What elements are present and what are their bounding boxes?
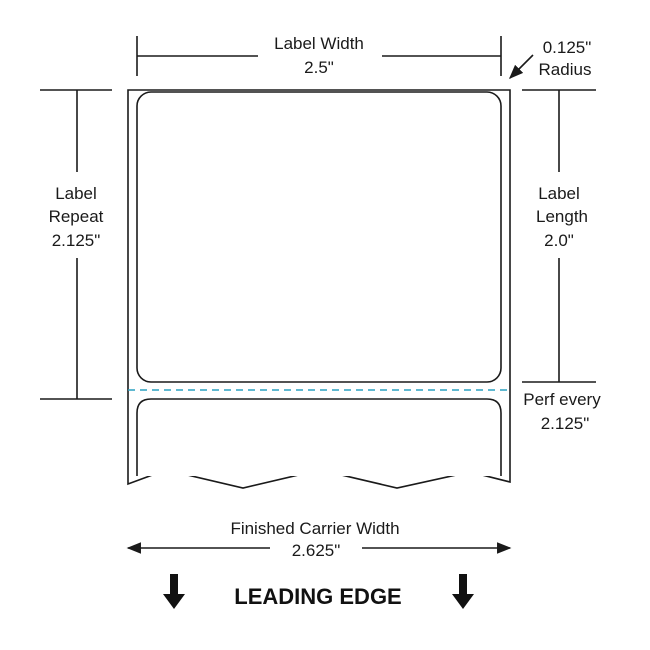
label-width-value: 2.5"	[304, 58, 334, 77]
perf-note: Perf every 2.125"	[523, 390, 601, 433]
label-2	[136, 398, 502, 476]
label-1	[136, 91, 502, 383]
radius-callout: 0.125" Radius	[508, 38, 592, 80]
carrier-width-dimension: Finished Carrier Width 2.625"	[126, 519, 512, 560]
leading-edge-label: LEADING EDGE	[234, 584, 401, 609]
down-arrow-icon-left	[163, 574, 185, 609]
label-repeat-title-2: Repeat	[49, 207, 104, 226]
label-repeat-value: 2.125"	[52, 231, 101, 250]
perf-value: 2.125"	[541, 414, 590, 433]
perf-title: Perf every	[523, 390, 601, 409]
label-length-title-1: Label	[538, 184, 580, 203]
radius-value: 0.125"	[543, 38, 592, 57]
label-length-value: 2.0"	[544, 231, 574, 250]
down-arrow-icon-right	[452, 574, 474, 609]
leading-edge: LEADING EDGE	[163, 574, 474, 609]
label-length-title-2: Length	[536, 207, 588, 226]
label-length-dimension: Label Length 2.0"	[522, 89, 596, 383]
carrier-width-title: Finished Carrier Width	[230, 519, 399, 538]
label-repeat-title-1: Label	[55, 184, 97, 203]
label-width-dimension: Label Width 2.5"	[136, 34, 502, 77]
carrier-width-value: 2.625"	[292, 541, 341, 560]
label-repeat-dimension: Label Repeat 2.125"	[40, 89, 112, 400]
label-width-title: Label Width	[274, 34, 364, 53]
radius-title: Radius	[539, 60, 592, 79]
